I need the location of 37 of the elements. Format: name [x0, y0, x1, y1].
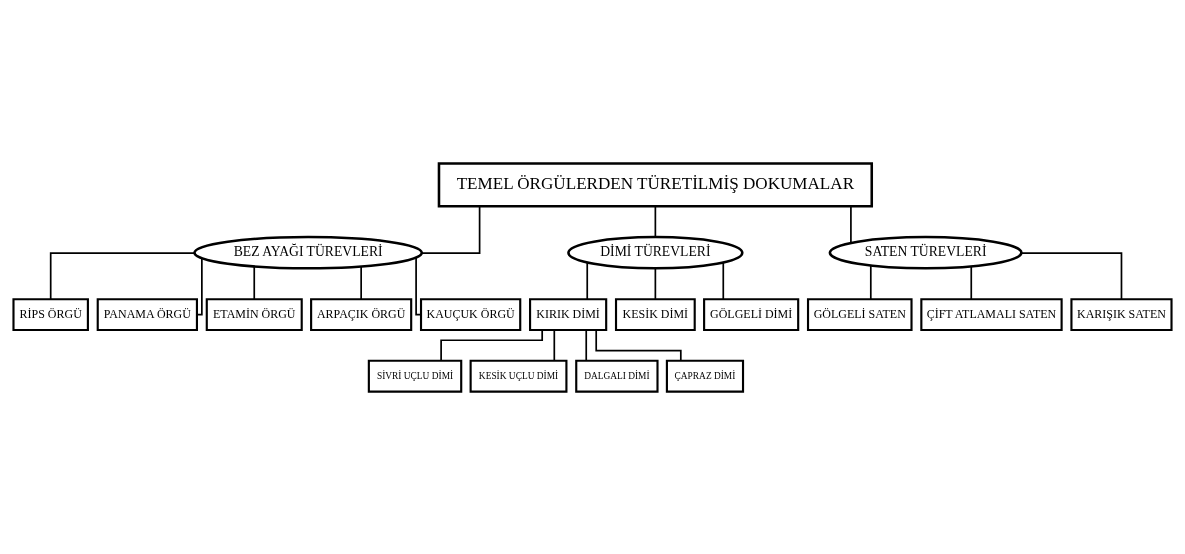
node-box: PANAMA ÖRGÜ [96, 297, 198, 331]
node-box: KIRIK DİMİ [529, 297, 608, 331]
connector [415, 256, 422, 315]
connector [654, 267, 657, 300]
connector [722, 261, 725, 300]
connector [360, 265, 362, 300]
connector [440, 328, 544, 362]
connector [1020, 251, 1123, 300]
connector [654, 204, 657, 238]
connector [970, 265, 973, 300]
node-ellipse: SATEN TÜREVLERİ [828, 235, 1023, 270]
connector [595, 328, 682, 362]
node-box: ARPAÇIK ÖRGÜ [310, 297, 413, 331]
connector [253, 265, 256, 300]
node-box: RİPS ÖRGÜ [12, 297, 89, 331]
node-ellipse: DİMİ TÜREVLERİ [567, 235, 744, 270]
node-ellipse: BEZ AYAĞI TÜREVLERİ [193, 235, 424, 270]
connector [850, 204, 852, 243]
connector [49, 251, 195, 300]
connector [869, 264, 872, 300]
node-box: DALGALI DİMİ [575, 359, 659, 393]
node-box: GÖLGELİ SATEN [806, 297, 913, 331]
node-box: ÇAPRAZ DİMİ [665, 359, 745, 393]
connector [585, 328, 588, 361]
node-box: ÇİFT ATLAMALI SATEN [920, 297, 1063, 331]
connector [196, 257, 203, 315]
node-box: ETAMİN ÖRGÜ [205, 297, 303, 331]
node-box: KAUÇUK ÖRGÜ [419, 297, 522, 331]
node-box: SİVRİ UÇLU DİMİ [367, 359, 463, 393]
node-box: KARIŞIK SATEN [1070, 297, 1173, 331]
connector [421, 205, 481, 254]
node-box: GÖLGELİ DİMİ [703, 297, 800, 331]
connector [586, 261, 589, 300]
node-box: KESİK UÇLU DİMİ [469, 359, 568, 393]
connector [553, 328, 556, 361]
node-box: TEMEL ÖRGÜLERDEN TÜRETİLMİŞ DOKUMALAR [437, 161, 874, 207]
node-box: KESİK DİMİ [614, 297, 696, 331]
